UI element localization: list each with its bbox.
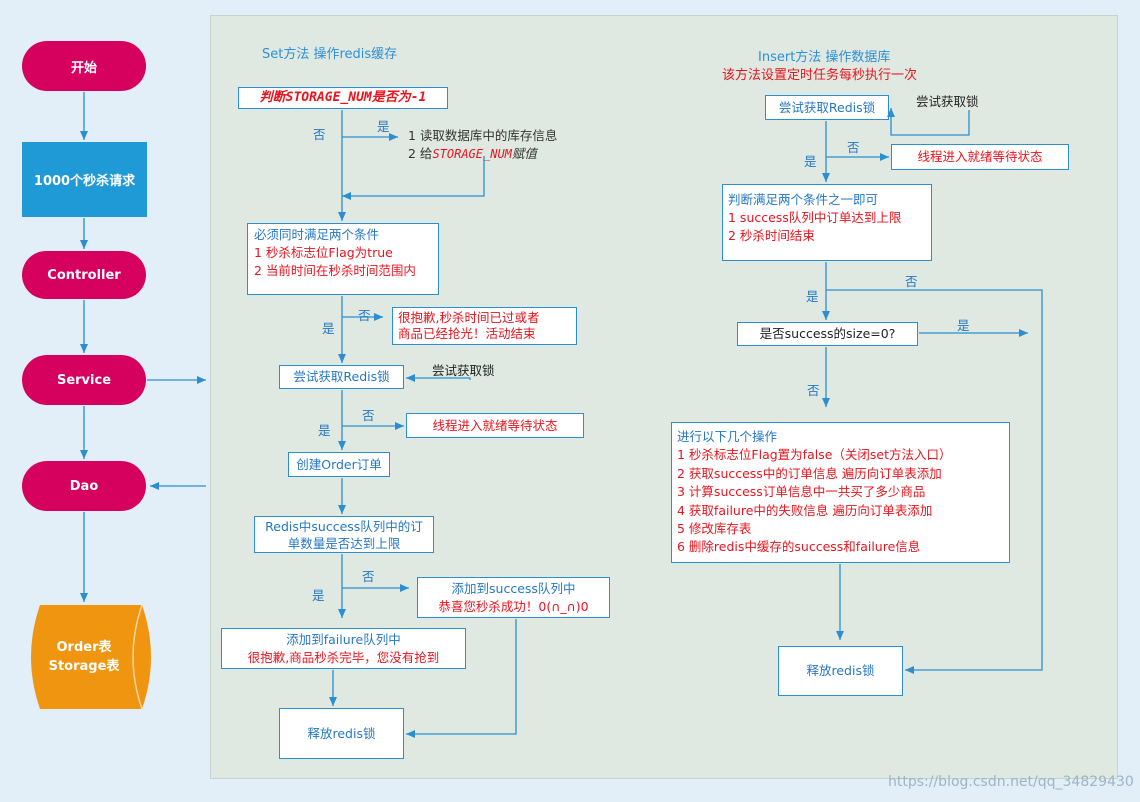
insert-thread-wait-box: 线程进入就绪等待状态 [891, 144, 1069, 170]
operation-item: 2 获取success中的订单信息 遍历向订单表添加 [677, 465, 942, 481]
activity-ended-line2: 商品已经抢光！活动结束 [398, 326, 536, 341]
assign-step-var: STORAGE_NUM [432, 147, 512, 161]
operation-item: 3 计算success订单信息中一共买了多少商品 [677, 484, 926, 500]
limit-no-label: 否 [362, 569, 375, 584]
activity-ended-box: 很抱歉,秒杀时间已过或者 商品已经抢光！活动结束 [392, 307, 577, 345]
success-limit-line1: Redis中success队列中的订 [265, 518, 423, 534]
operation-item: 1 秒杀标志位Flag置为false（关闭set方法入口） [677, 447, 952, 463]
either-conditions-title: 判断满足两个条件之一即可 [728, 192, 879, 207]
service-node: Service [22, 355, 146, 405]
either-no-label: 否 [905, 274, 918, 289]
success-limit-line2: 单数量是否达到上限 [287, 535, 401, 551]
storage-label-order: Order表 [56, 640, 112, 655]
add-success-line1: 添加到success队列中 [451, 580, 576, 596]
operations-title: 进行以下几个操作 [677, 429, 778, 444]
read-db-step: 1 读取数据库中的库存信息 [408, 128, 558, 143]
assign-step-suffix: 赋值 [511, 146, 537, 161]
operations-box: 进行以下几个操作 1 秒杀标志位Flag置为false（关闭set方法入口） 2… [671, 422, 1010, 563]
operation-item: 5 修改库存表 [677, 521, 752, 537]
start-node: 开始 [22, 41, 146, 91]
set-try-lock-loop-label: 尝试获取锁 [432, 363, 495, 378]
add-success-box: 添加到success队列中 恭喜您秒杀成功！0(∩_∩)0 [417, 577, 610, 618]
size-no-label: 否 [807, 383, 820, 398]
either-yes-label: 是 [806, 289, 819, 304]
insert-lock-no-label: 否 [847, 140, 860, 155]
create-order-box: 创建Order订单 [288, 452, 390, 477]
set-thread-wait-box: 线程进入就绪等待状态 [406, 413, 584, 438]
storage-label-storage: Storage表 [48, 659, 120, 674]
requests-node: 1000个秒杀请求 [22, 142, 147, 217]
watermark: https://blog.csdn.net/qq_34829430 [888, 774, 1134, 790]
insert-release-lock-box: 释放redis锁 [778, 646, 903, 696]
set-try-lock-box: 尝试获取Redis锁 [279, 365, 404, 389]
operation-item: 6 删除redis中缓存的success和failure信息 [677, 539, 921, 555]
set-lock-no-label: 否 [362, 408, 375, 423]
must-condition-1: 1 秒杀标志位Flag为true [254, 245, 393, 260]
check-storage-box: 判断STORAGE_NUM是否为-1 [238, 87, 448, 109]
check-storage-yes-label: 是 [377, 119, 390, 134]
must-conditions-box: 必须同时满足两个条件 1 秒杀标志位Flag为true 2 当前时间在秒杀时间范… [247, 223, 439, 295]
set-lock-yes-label: 是 [318, 423, 331, 438]
limit-yes-label: 是 [312, 588, 325, 603]
must-conditions-title: 必须同时满足两个条件 [254, 227, 380, 242]
insert-try-lock-loop-label: 尝试获取锁 [916, 94, 979, 109]
storage-cylinder-icon [31, 604, 151, 710]
either-condition-1: 1 success队列中订单达到上限 [728, 210, 902, 225]
size-yes-label: 是 [957, 318, 970, 333]
add-success-line2: 恭喜您秒杀成功！0(∩_∩)0 [438, 598, 589, 614]
activity-ended-line1: 很抱歉,秒杀时间已过或者 [398, 310, 540, 325]
either-conditions-box: 判断满足两个条件之一即可 1 success队列中订单达到上限 2 秒杀时间结束 [722, 184, 932, 261]
must-condition-2: 2 当前时间在秒杀时间范围内 [254, 263, 416, 278]
add-failure-box: 添加到failure队列中 很抱歉,商品秒杀完毕，您没有抢到 [221, 628, 466, 669]
set-method-title: Set方法 操作redis缓存 [262, 47, 398, 62]
insert-lock-yes-label: 是 [804, 154, 817, 169]
either-condition-2: 2 秒杀时间结束 [728, 228, 815, 243]
assign-step-prefix: 2 给 [408, 146, 433, 161]
success-limit-box: Redis中success队列中的订 单数量是否达到上限 [254, 516, 434, 553]
controller-node: Controller [22, 251, 146, 299]
insert-method-title: Insert方法 操作数据库 [758, 50, 891, 65]
cond-yes-label: 是 [322, 321, 335, 336]
add-failure-line1: 添加到failure队列中 [286, 631, 401, 647]
storage-label: Order表 Storage表 [22, 638, 146, 676]
dao-node: Dao [22, 461, 146, 511]
set-release-lock-box: 释放redis锁 [279, 708, 404, 759]
cond-no-label: 否 [358, 308, 371, 323]
insert-try-lock-box: 尝试获取Redis锁 [765, 95, 889, 120]
check-storage-no-label: 否 [313, 127, 326, 142]
add-failure-line2: 很抱歉,商品秒杀完毕，您没有抢到 [247, 649, 440, 665]
operation-item: 4 获取failure中的失败信息 遍历向订单表添加 [677, 502, 933, 518]
assign-step: 2 给STORAGE_NUM赋值 [408, 143, 537, 162]
insert-method-subtitle: 该方法设置定时任务每秒执行一次 [722, 68, 918, 83]
size-check-box: 是否success的size=0? [737, 322, 918, 346]
